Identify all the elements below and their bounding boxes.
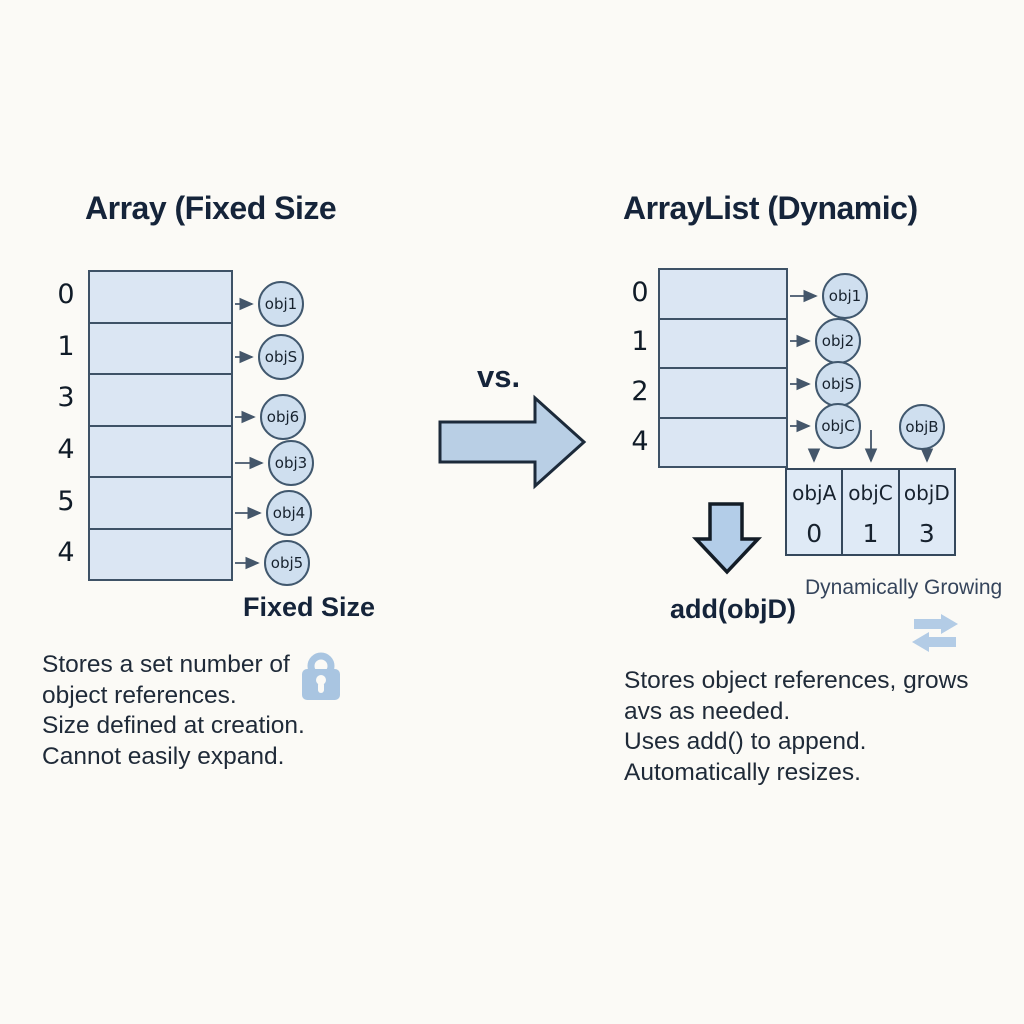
right-array-index: 1 [631,326,649,357]
object-node: obj2 [815,318,861,364]
left-array-index: 5 [57,486,75,517]
versus-label: vs. [477,359,521,394]
array-cell [90,375,231,427]
left-title: Array (Fixed Size [85,190,337,226]
add-down-arrow [691,502,763,575]
object-node: obj1 [822,273,868,319]
left-note-line: Stores a set number of [42,651,290,678]
object-node: obj1 [258,281,304,327]
object-node: objS [815,361,861,407]
array-cell [90,478,231,530]
left-array-index: 1 [57,331,75,362]
right-note-line: Uses add() to append. [624,728,867,755]
table-object-label: objD [903,481,950,505]
swap-arrows-icon [912,614,958,652]
object-node: objS [258,334,304,380]
array-cell [660,419,786,467]
right-note-line: Stores object references, grows [624,667,969,694]
right-title: ArrayList (Dynamic) [623,190,918,226]
left-array-index: 3 [57,382,75,413]
object-node: objC [815,403,861,449]
right-note: Stores object references, grows avs as n… [624,666,969,788]
array-cell [90,530,231,580]
left-array-index: 4 [57,537,75,568]
table-object-label: objA [792,481,837,505]
right-array-index: 0 [631,277,649,308]
array-cell [660,320,786,369]
dynamically-growing-label: Dynamically Growing [805,576,1003,599]
left-reference-arrows [235,297,264,570]
growing-table-col: objA 0 [787,470,844,554]
array-cell [660,270,786,320]
left-note: Stores a set number of object references… [42,650,305,772]
left-array-box [88,270,233,581]
object-node-floating: objB [899,404,945,450]
object-node: obj5 [264,540,310,586]
array-cell [90,427,231,478]
left-array-index: 0 [57,279,75,310]
versus-right-arrow [438,394,587,490]
object-node: obj3 [268,440,314,486]
growing-table-col: objC 1 [843,470,900,554]
array-cell [660,369,786,419]
left-note-line: Cannot easily expand. [42,742,285,770]
right-array-box [658,268,788,468]
object-node: obj6 [260,394,306,440]
left-note-line: Size defined at creation. [42,712,305,739]
fixed-size-caption: Fixed Size [243,592,376,622]
right-note-line: avs as needed. [624,697,791,725]
table-object-label: objC [848,481,893,505]
array-cell [90,272,231,324]
right-note-line: Automatically resizes. [624,758,861,786]
lock-icon [302,652,340,700]
growing-table-col: objD 3 [900,470,954,554]
right-array-index: 4 [631,426,649,457]
right-reference-arrows [790,289,818,433]
add-objd-caption: add(objD) [670,594,796,624]
table-index-value: 3 [918,519,935,548]
table-index-value: 0 [806,519,823,548]
right-array-index: 2 [631,376,649,407]
array-cell [90,324,231,375]
growing-table: objA 0 objC 1 objD 3 [785,468,956,556]
left-note-line: object references. [42,681,237,709]
table-index-value: 1 [862,519,879,548]
left-array-index: 4 [57,434,75,465]
object-node: obj4 [266,490,312,536]
